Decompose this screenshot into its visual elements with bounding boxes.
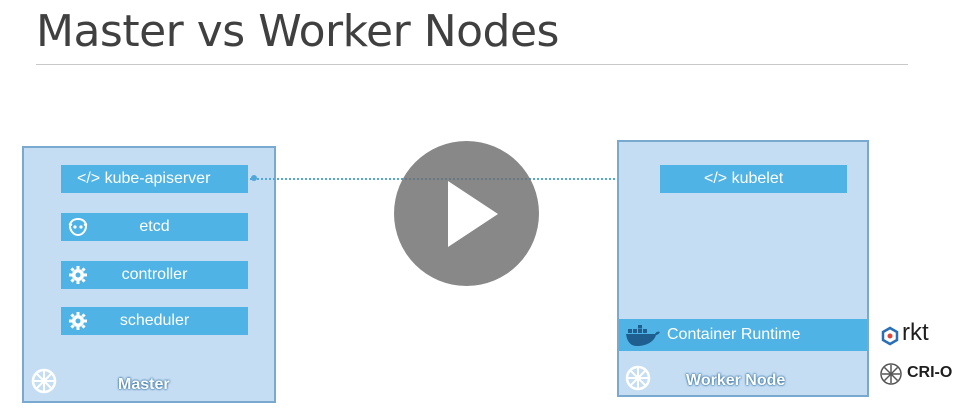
kube-apiserver-component: </> kube-apiserver <box>61 165 248 193</box>
play-button[interactable] <box>394 141 539 286</box>
gear-icon <box>67 265 89 285</box>
play-icon <box>448 181 498 247</box>
kubernetes-wheel-icon <box>624 364 652 397</box>
scheduler-label: scheduler <box>119 312 190 329</box>
docker-whale-icon <box>625 325 661 352</box>
etcd-component: etcd <box>61 213 248 241</box>
title-divider <box>36 64 908 65</box>
kubelet-component: </> kubelet <box>660 165 847 193</box>
controller-label: controller <box>121 266 188 283</box>
kubelet-label: </> kubelet <box>704 170 784 187</box>
container-runtime-bar: Container Runtime <box>619 319 867 351</box>
container-runtime-label: Container Runtime <box>667 326 801 343</box>
kubernetes-wheel-icon <box>30 367 58 400</box>
rkt-logo-icon <box>880 326 900 351</box>
worker-node-label: Worker Node <box>686 372 786 389</box>
scheduler-component: scheduler <box>61 307 248 335</box>
rkt-label: rkt <box>902 319 929 346</box>
kube-apiserver-label: </> kube-apiserver <box>77 170 211 187</box>
gear-icon <box>67 311 89 331</box>
crio-label: CRI-O <box>907 364 953 381</box>
crio-logo-icon <box>879 362 903 391</box>
etcd-icon <box>67 217 89 237</box>
master-node-label: Master <box>118 376 170 393</box>
controller-component: controller <box>61 261 248 289</box>
link-endpoint-left <box>251 175 257 181</box>
etcd-label: etcd <box>139 218 170 235</box>
slide-title: Master vs Worker Nodes <box>36 6 559 57</box>
